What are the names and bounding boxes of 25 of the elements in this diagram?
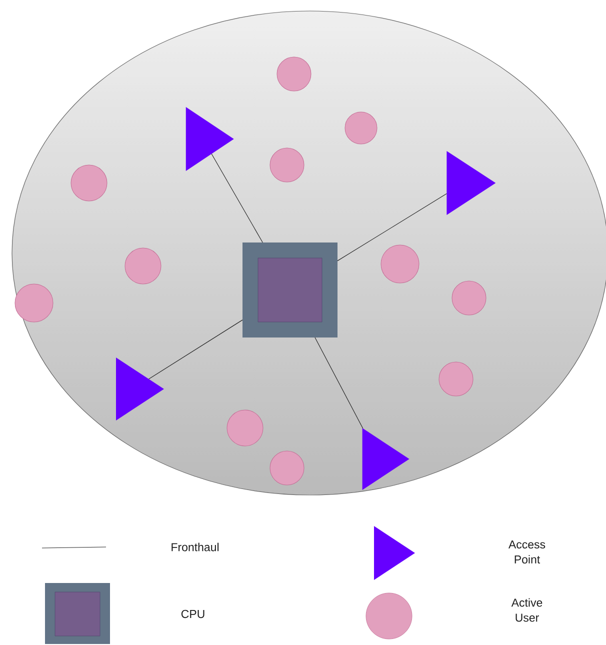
fronthaul-line <box>211 154 263 243</box>
user-circle <box>226 410 264 446</box>
fronthaul-line <box>337 193 447 262</box>
access-point-triangle <box>446 151 496 215</box>
legend-label: CPU <box>181 610 204 618</box>
user-circle <box>14 284 54 322</box>
fronthaul-line <box>314 337 364 429</box>
user-circle <box>452 280 486 316</box>
user-circle <box>70 164 108 202</box>
legend-label: Active User <box>511 598 542 622</box>
legend-label: Fronthaul <box>172 542 219 552</box>
user-circle <box>270 148 304 182</box>
access-point-triangle <box>186 107 234 171</box>
access-point-triangle <box>116 358 164 420</box>
coverage-area <box>12 10 606 496</box>
user-circle <box>344 112 378 144</box>
cpu-box <box>242 242 338 338</box>
user-circle <box>270 450 304 486</box>
user-circle <box>276 56 312 92</box>
access-point-triangle <box>362 428 410 490</box>
user-circle <box>380 244 420 284</box>
user-circle <box>438 362 474 396</box>
user-circle <box>124 248 162 284</box>
legend-label: Access Point <box>508 540 546 564</box>
fronthaul-line <box>148 320 243 380</box>
